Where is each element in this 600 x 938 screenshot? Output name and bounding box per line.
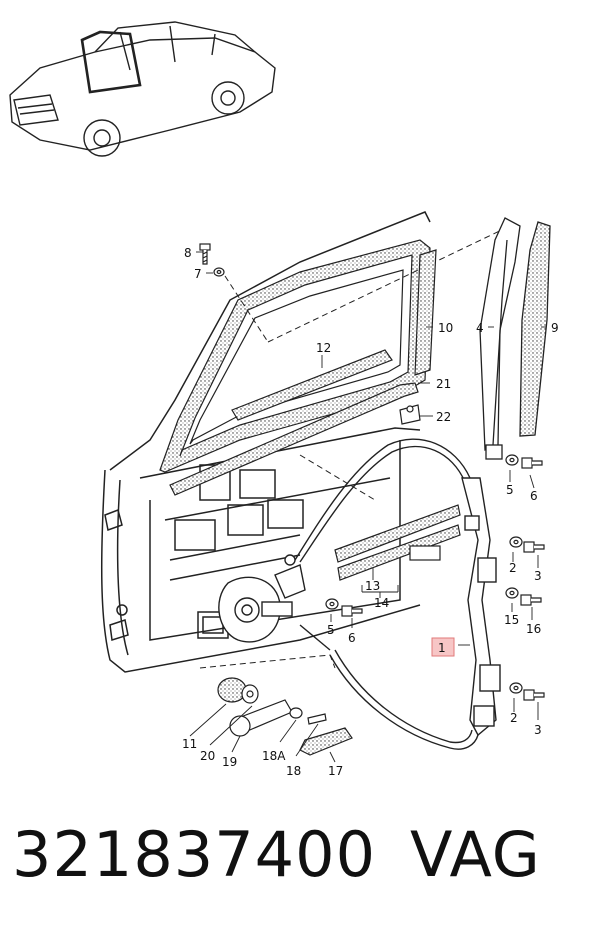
window-guide-rail [479, 217, 521, 460]
callout-16: 16 [526, 622, 541, 636]
callout-1: 1 [438, 641, 446, 655]
callout-13: 13 [365, 579, 380, 593]
callout-4: 4 [476, 321, 484, 335]
callout-2: 2 [510, 711, 518, 725]
vertical-seal-strip [414, 249, 437, 376]
callout-5: 5 [506, 483, 514, 497]
callout-15: 15 [504, 613, 519, 627]
part-number-text: 321837400 [12, 818, 377, 891]
car-thumbnail-illustration [9, 21, 276, 157]
callout-leader-lines [189, 251, 546, 763]
window-crank-handle-parts [217, 677, 353, 756]
callout-7: 7 [194, 267, 202, 281]
callout-20: 20 [200, 749, 215, 763]
screw-8-and-washer-7 [199, 243, 225, 277]
callout-17: 17 [328, 764, 343, 778]
callout-6: 6 [530, 489, 538, 503]
callout-1-highlight [431, 637, 455, 657]
callout-2: 2 [509, 561, 517, 575]
callout-10: 10 [438, 321, 453, 335]
inner-sealing-strip [169, 382, 419, 496]
callout-8: 8 [184, 246, 192, 260]
callout-22: 22 [436, 410, 451, 424]
callout-14: 14 [374, 596, 389, 610]
guide-channel-strip [519, 221, 551, 437]
callout-11: 11 [182, 737, 197, 751]
callout-21: 21 [436, 377, 451, 391]
crank-drive-mechanism [218, 554, 331, 651]
callout-18a: 18A [262, 749, 286, 763]
door-window-regulator-diagram: 1 2 2 3 3 4 5 5 6 6 7 8 9 10 11 12 13 14… [9, 21, 559, 778]
clip-part [399, 404, 421, 425]
glass-channel-strip [231, 349, 393, 421]
slide-rails [334, 504, 461, 581]
callout-5: 5 [327, 623, 335, 637]
bolts-and-washers [325, 454, 545, 701]
callout-9: 9 [551, 321, 559, 335]
callout-labels: 1 2 2 3 3 4 5 5 6 6 7 8 9 10 11 12 13 14… [182, 246, 559, 778]
window-regulator-cable [294, 438, 479, 750]
callout-3: 3 [534, 723, 542, 737]
callout-18: 18 [286, 764, 301, 778]
callout-12: 12 [316, 341, 331, 355]
callout-3: 3 [534, 569, 542, 583]
window-frame-seal [159, 239, 431, 473]
callout-19: 19 [222, 755, 237, 769]
brand-text: VAG [410, 818, 541, 891]
callout-6: 6 [348, 631, 356, 645]
regulator-rail [461, 477, 501, 737]
